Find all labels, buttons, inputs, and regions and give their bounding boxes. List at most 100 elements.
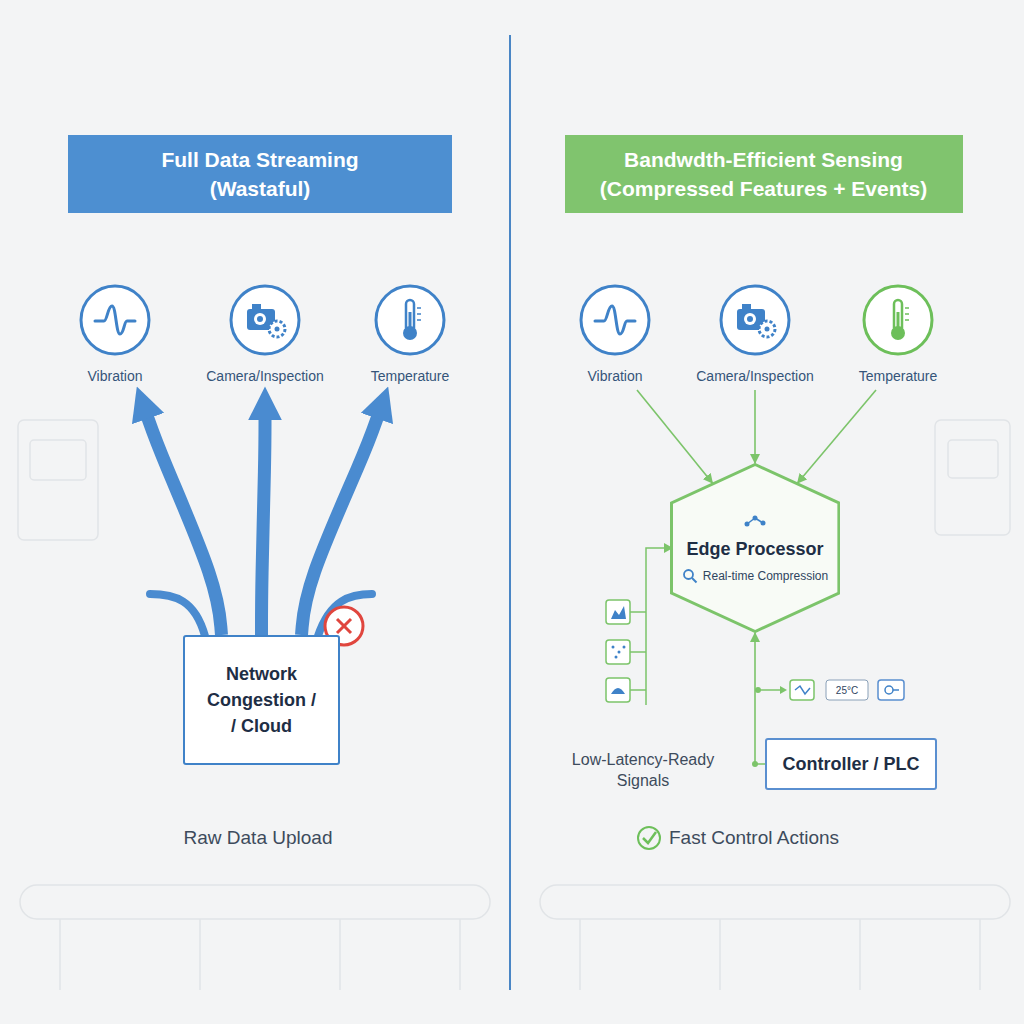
feature-icons [758, 689, 780, 691]
signal-arrow [637, 390, 712, 483]
sensor-icon [252, 304, 261, 310]
feature-icons [646, 548, 664, 705]
machinery-sketch [459, 919, 461, 990]
signal-arrow [798, 390, 876, 483]
sensor-icon [95, 306, 135, 334]
sensor-circle: Temperature [823, 284, 973, 384]
sensor-icon [257, 316, 263, 322]
machinery-sketch [18, 420, 98, 540]
feature-icons [826, 680, 868, 700]
congestion-x-mark [337, 619, 351, 633]
feature-icons [612, 646, 615, 649]
machinery-sketch [59, 919, 61, 990]
data-stream-arrow [262, 417, 266, 635]
machinery-sketch [935, 420, 1010, 535]
feature-icons [630, 611, 646, 613]
magnifier-icon [692, 578, 697, 583]
sensor-icon [905, 307, 909, 309]
feature-icons [618, 651, 621, 654]
feature-icons [630, 651, 646, 653]
machinery-sketch [979, 919, 981, 990]
sensor-icon [275, 327, 280, 332]
sensor-icon [95, 306, 135, 334]
sensor-circle: Vibration [540, 284, 690, 384]
header-text: Full Data Streaming (Wastaful) [145, 145, 375, 204]
sensor-circle-outline [581, 286, 649, 354]
network-icon [761, 520, 766, 525]
feature-icons [780, 686, 787, 694]
processor-title: Edge Processor [686, 539, 823, 560]
machinery-sketch [199, 919, 201, 990]
data-stream-arrow [147, 415, 222, 635]
sensor-circle-outline [579, 284, 651, 356]
sensor-label: Vibration [84, 368, 145, 384]
panel-header: Full Data Streaming (Wastaful) [68, 135, 452, 214]
magnifier-icon [684, 570, 693, 579]
machinery-sketch [719, 919, 721, 990]
machinery-sketch [20, 885, 490, 919]
text-block: Edge ProcessorReal-time Compression [682, 513, 828, 584]
machinery-sketch [30, 440, 86, 480]
panel-divider [509, 35, 511, 990]
congestion-x-mark [337, 619, 351, 633]
sensor-icon [905, 319, 909, 321]
check-icon [638, 827, 660, 849]
sensor-icon [742, 304, 751, 310]
sensor-label: Vibration [584, 368, 645, 384]
sensor-circle: Camera/Inspection [680, 284, 830, 384]
box-label: Controller / PLC [782, 751, 919, 777]
panel-header: Bandwdth-Efficient Sensing (Compressed F… [565, 135, 963, 214]
sensor-icon [737, 304, 775, 337]
sensor-circle: Camera/Inspection [190, 284, 340, 384]
text-block: Bandwdth-Efficient Sensing (Compressed F… [579, 145, 949, 204]
feature-icons [623, 646, 626, 649]
signal-arrow [754, 390, 756, 463]
feature-icons [606, 640, 630, 664]
text-block: Full Data Streaming (Wastaful) [145, 145, 375, 204]
network-icon [753, 515, 758, 520]
processor-subtitle: Real-time Compression [703, 569, 828, 583]
sensor-icon [595, 306, 635, 334]
feature-icons [630, 689, 646, 691]
sensor-icon [744, 313, 756, 325]
check-icon [638, 827, 660, 849]
cloud-box: Network Congestion / / Cloud [183, 635, 340, 765]
sensor-icon [765, 327, 770, 332]
edge-processor-hexagon: Edge ProcessorReal-time Compression [670, 463, 840, 633]
text-block: Network Congestion / / Cloud [205, 661, 319, 739]
sensor-icon [417, 313, 421, 315]
machinery-sketch [579, 919, 581, 990]
reading-label: 25°C [833, 683, 861, 698]
sensor-icon [897, 312, 900, 330]
controller-box: Controller / PLC [765, 738, 937, 790]
sensor-label: Temperature [856, 368, 941, 384]
text-block: Controller / PLC [782, 751, 919, 777]
sensor-icon [747, 316, 753, 322]
sensor-circle-outline [721, 286, 789, 354]
feature-icons [611, 688, 625, 694]
sensor-icon [759, 321, 775, 337]
signal-arrow [755, 633, 765, 764]
sensor-circle-outline [374, 284, 446, 356]
sensor-icon [905, 313, 909, 315]
sensor-circle-outline [229, 284, 301, 356]
feature-icons [606, 600, 630, 624]
sensor-circle-outline [864, 286, 932, 354]
text-row: Real-time Compression [682, 568, 828, 584]
sensor-icon [247, 304, 285, 337]
sensor-icon [269, 321, 285, 337]
magnifier-icon [682, 568, 698, 584]
sensor-circle-outline [376, 286, 444, 354]
feature-icons [878, 680, 904, 700]
feature-icons [795, 686, 810, 694]
machinery-sketch [948, 440, 998, 478]
sensor-icon [891, 300, 909, 340]
caption: Raw Data Upload [181, 825, 336, 852]
machinery-sketch [859, 919, 861, 990]
feature-icons [790, 680, 814, 700]
feature-icons [885, 686, 893, 694]
sensor-circle-outline [862, 284, 934, 356]
feature-icons [893, 689, 899, 691]
sensor-icon [403, 300, 421, 340]
